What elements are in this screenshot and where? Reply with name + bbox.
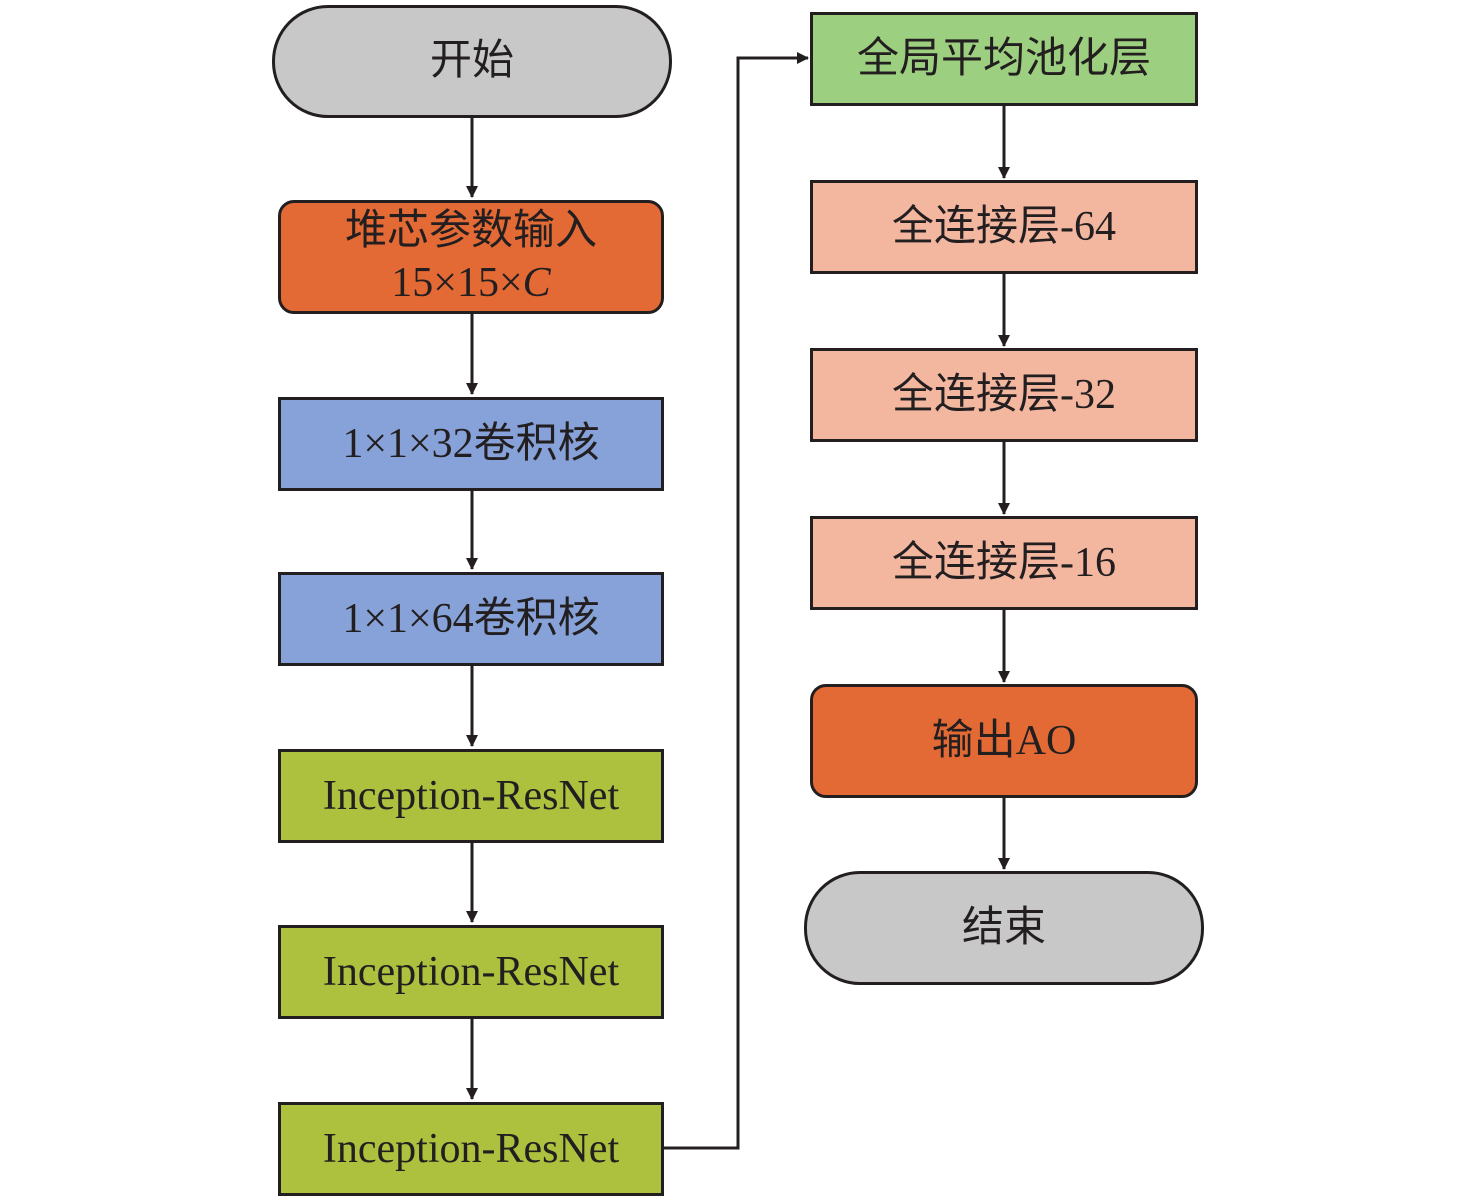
- fc64-label: 全连接层-64: [892, 203, 1116, 250]
- global-avg-pooling-node: 全局平均池化层: [810, 12, 1198, 106]
- end-node: 结束: [804, 871, 1204, 985]
- conv2-node: 1×1×64卷积核: [278, 572, 664, 666]
- inception1-label: Inception-ResNet: [322, 772, 620, 819]
- output-node: 输出AO: [810, 684, 1198, 798]
- fc64-node: 全连接层-64: [810, 180, 1198, 274]
- conv1-label: 1×1×32卷积核: [342, 420, 600, 467]
- start-label: 开始: [429, 38, 514, 85]
- conv1-node: 1×1×32卷积核: [278, 397, 664, 491]
- conv2-label: 1×1×64卷积核: [342, 595, 600, 642]
- gap-label: 全局平均池化层: [856, 35, 1151, 82]
- arrow-inception3-to-gap: [664, 52, 809, 1150]
- inception3-node: Inception-ResNet: [278, 1102, 664, 1196]
- fc16-label: 全连接层-16: [892, 539, 1116, 586]
- inception3-label: Inception-ResNet: [322, 1125, 620, 1172]
- fc32-label: 全连接层-32: [892, 371, 1116, 418]
- fc32-node: 全连接层-32: [810, 348, 1198, 442]
- start-node: 开始: [272, 5, 672, 118]
- input-dimensions: 15×15×: [391, 260, 523, 306]
- end-label: 结束: [961, 904, 1046, 951]
- input-channel-variable: C: [522, 260, 551, 306]
- input-label-line2: 15×15×C: [391, 257, 550, 310]
- output-label: 输出AO: [931, 717, 1077, 764]
- fc16-node: 全连接层-16: [810, 516, 1198, 610]
- inception2-node: Inception-ResNet: [278, 925, 664, 1019]
- inception1-node: Inception-ResNet: [278, 749, 664, 843]
- inception2-label: Inception-ResNet: [322, 948, 620, 995]
- input-node: 堆芯参数输入 15×15×C: [278, 200, 664, 314]
- input-label-line1: 堆芯参数输入: [344, 207, 597, 254]
